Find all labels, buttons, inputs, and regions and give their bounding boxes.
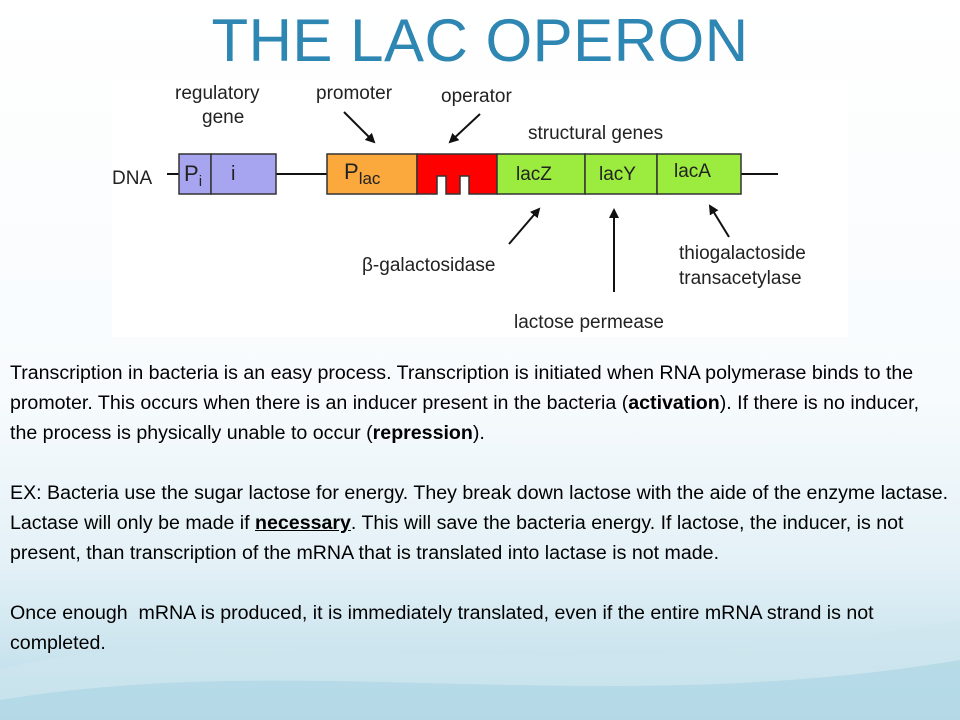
transacetylase-arrow: [708, 204, 730, 238]
lactose-permease-label: lactose permease: [514, 312, 664, 333]
lacy-label: lacY: [599, 164, 636, 185]
lacz-segment: [496, 153, 586, 195]
plac-label: Plac: [344, 159, 381, 188]
laca-label: lacA: [674, 161, 711, 182]
lac-operon-diagram: regulatory gene promoter operator struct…: [112, 80, 848, 337]
laca-segment: [656, 153, 742, 195]
slide-body: Transcription in bacteria is an easy pro…: [10, 358, 950, 688]
operator-arrow: [448, 113, 481, 144]
slide-title: THE LAC OPERON: [211, 7, 749, 74]
beta-galactosidase-label: β-galactosidase: [362, 255, 495, 276]
activation-term: activation: [628, 392, 720, 414]
operon-svg: regulatory gene promoter operator struct…: [112, 83, 806, 333]
structural-genes-label: structural genes: [528, 123, 663, 144]
beta-gal-arrow: [508, 207, 541, 245]
thiogalactoside-label: thiogalactoside: [679, 243, 806, 264]
i-label: i: [231, 163, 235, 185]
repression-term: repression: [372, 422, 473, 444]
lacz-label: lacZ: [516, 164, 552, 185]
promoter-arrow: [343, 111, 376, 144]
paragraph-example: EX: Bacteria use the sugar lactose for e…: [10, 482, 949, 564]
pi-label: Pi: [184, 161, 202, 190]
i-segment: [210, 153, 277, 195]
necessary-term: necessary: [255, 512, 351, 534]
regulatory-gene-label: regulatory: [175, 83, 260, 104]
paragraph-transcription: Transcription in bacteria is an easy pro…: [10, 362, 920, 444]
dna-label: DNA: [112, 168, 152, 189]
paragraph-translation: Once enough mRNA is produced, it is imme…: [10, 602, 880, 654]
operator-segment: [416, 153, 498, 195]
lacy-segment: [584, 153, 658, 195]
promoter-label: promoter: [316, 83, 393, 104]
regulatory-gene-label-2: gene: [202, 107, 244, 128]
transacetylase-label: transacetylase: [679, 268, 802, 289]
plac-segment: [326, 153, 418, 195]
operator-label: operator: [441, 86, 512, 107]
